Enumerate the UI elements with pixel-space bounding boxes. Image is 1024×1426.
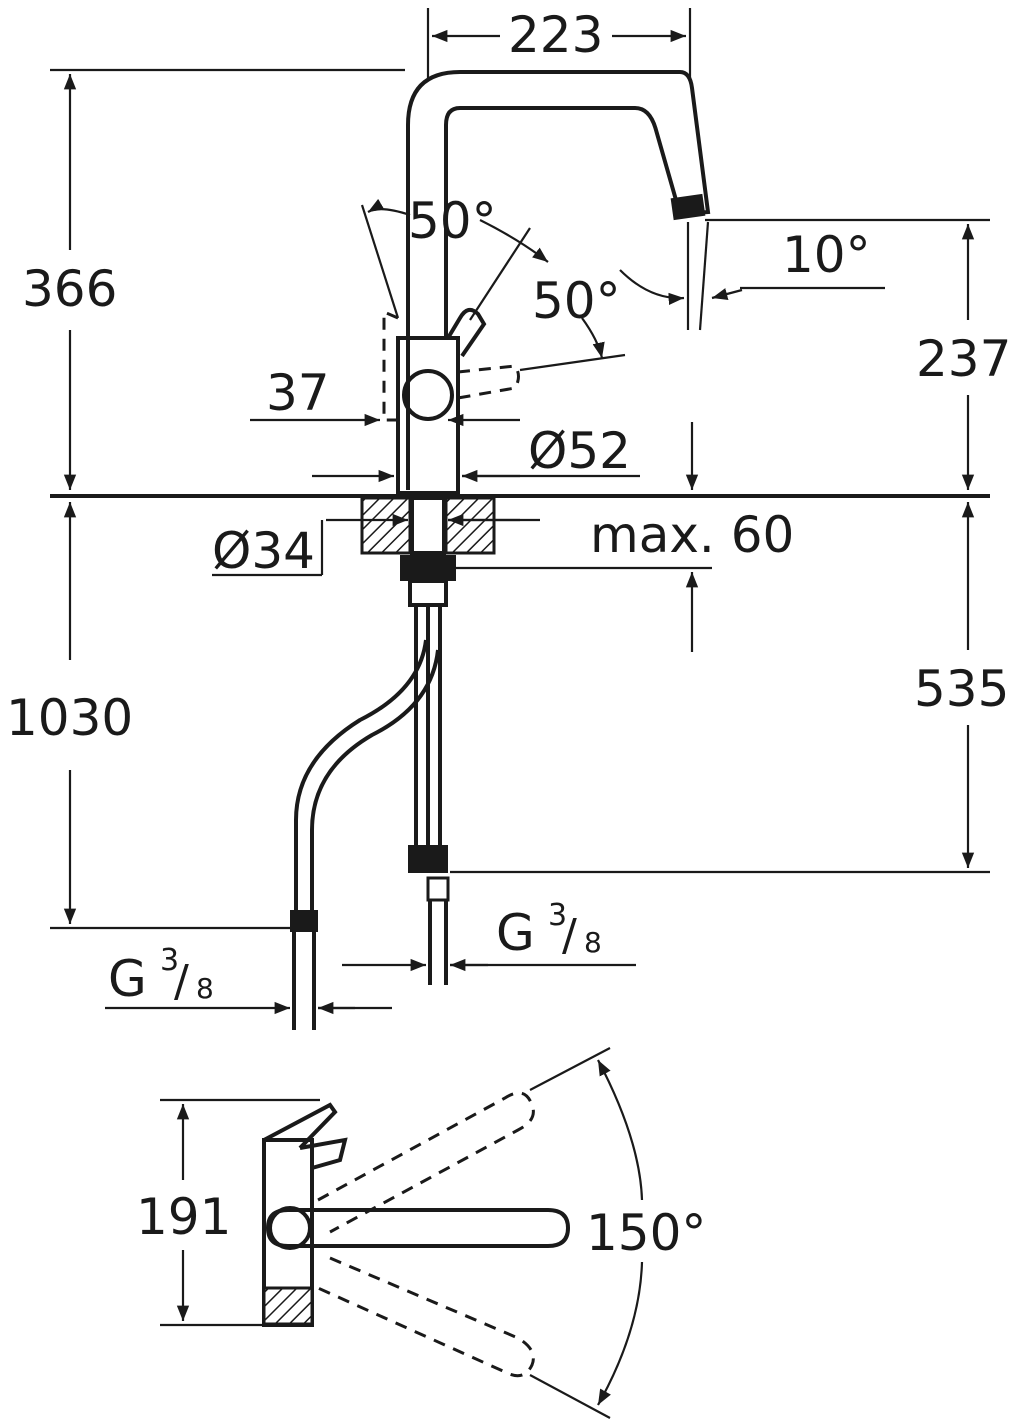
hatched-deck-right [444,496,496,555]
lever-alt-position-2 [382,309,399,422]
shank [410,496,446,555]
dimension-lines [50,8,990,1015]
pull-out-hose [294,639,428,910]
faucet-elevation [50,70,990,1030]
dim-191: 191 [136,1188,231,1246]
dim-535: 535 [914,660,1009,718]
dim-50-side: 50° [532,272,621,330]
tube-fitting [408,845,448,873]
dim-g38-right: G [496,904,535,962]
dim-366: 366 [22,260,117,318]
mount-thread [408,579,448,607]
dimension-labels: 223 366 50° 10° 50° 237 37 Ø52 Ø34 max. … [6,6,1011,1262]
dim-052: Ø52 [528,422,631,480]
hatched-deck-left [360,496,412,555]
dim-1030: 1030 [6,689,133,747]
lever-handle [446,307,487,358]
svg-text:3: 3 [160,943,179,978]
svg-text:8: 8 [584,926,602,959]
dim-223: 223 [508,6,603,64]
dim-10: 10° [782,226,871,284]
dim-37: 37 [266,364,330,422]
lever-knob [402,369,454,421]
mount-nut [400,555,456,581]
plan-spout [265,1208,571,1248]
dim-150: 150° [586,1204,706,1262]
svg-text:3: 3 [548,898,567,933]
dim-g38-left: G [108,950,147,1008]
lever-alt-position [457,364,520,400]
plan-view [160,1047,644,1419]
dim-max-60: max. 60 [590,506,794,564]
dim-50-top: 50° [408,192,497,250]
spout-nozzle [670,193,706,221]
plan-base-hatch [262,1286,314,1326]
svg-text:8: 8 [196,972,214,1005]
dim-034: Ø34 [212,522,315,580]
dim-237: 237 [916,330,1011,388]
svg-text:/: / [174,956,189,1007]
svg-text:/: / [562,910,577,961]
